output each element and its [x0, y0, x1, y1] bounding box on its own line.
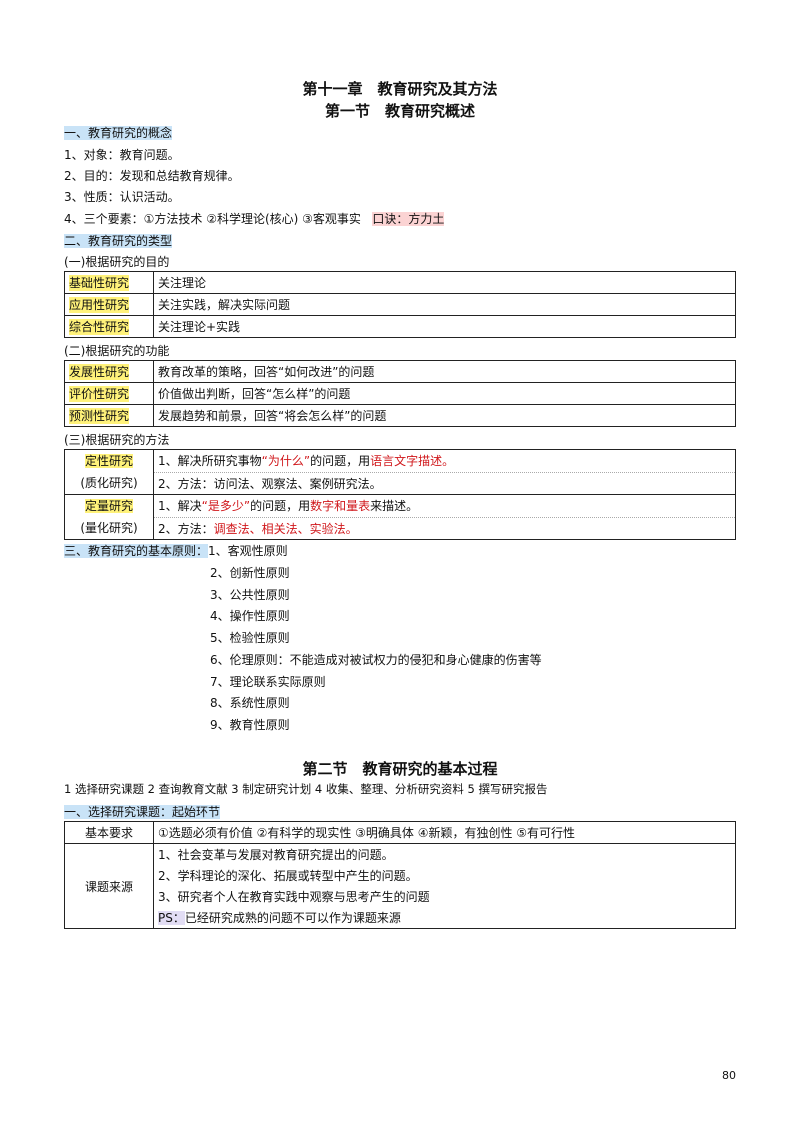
principle-item: 8、系统性原则 — [210, 696, 290, 710]
function-table: 发展性研究 教育改革的策略，回答“如何改进”的问题 评价性研究 价值做出判断，回… — [64, 360, 736, 427]
subheading-method: (三)根据研究的方法 — [64, 433, 170, 447]
concept-item: 1、对象：教育问题。 — [64, 148, 180, 162]
principle-item: 9、教育性原则 — [210, 718, 290, 732]
section-2-title: 第二节 教育研究的基本过程 — [302, 760, 498, 778]
table-row: 课题来源 1、社会变革与发展对教育研究提出的问题。 — [64, 843, 736, 929]
process-steps: 1 选择研究课题 2 查询教育文献 3 制定研究计划 4 收集、整理、分析研究资… — [64, 782, 548, 796]
concept-item: 2、目的：发现和总结教育规律。 — [64, 169, 240, 183]
subheading-function: (二)根据研究的功能 — [64, 344, 170, 358]
mnemonic: 口诀：方力土 — [372, 212, 445, 226]
table-row: 评价性研究 价值做出判断，回答“怎么样”的问题 — [64, 382, 736, 405]
qualitative-name: 定性研究 — [84, 454, 133, 468]
principle-item: 1、客观性原则 — [208, 544, 288, 558]
table-row: 发展性研究 教育改革的策略，回答“如何改进”的问题 — [64, 360, 736, 383]
table-row: 预测性研究 发展趋势和前景，回答“将会怎么样”的问题 — [64, 404, 736, 427]
table-row: 定性研究 (质化研究) 1、解决所研究事物“为什么”的问题，用语言文字描述。 — [64, 449, 736, 495]
principle-item: 6、伦理原则：不能造成对被试权力的侵犯和身心健康的伤害等 — [210, 653, 542, 667]
principle-item: 3、公共性原则 — [210, 588, 290, 602]
table-row: 定量研究 (量化研究) 1、解决“是多少”的问题，用数字和量表来描述。 — [64, 494, 736, 540]
section-1-title: 第一节 教育研究概述 — [324, 102, 475, 120]
table-row: 基础性研究 关注理论 — [64, 271, 736, 294]
table-row: 基本要求 ①选题必须有价值 ②有科学的现实性 ③明确具体 ④新颖，有独创性 ⑤有… — [64, 821, 736, 844]
principle-item: 2、创新性原则 — [210, 566, 290, 580]
quantitative-alias: (量化研究) — [80, 521, 138, 535]
ps-label: PS： — [158, 911, 185, 925]
table-row: 应用性研究 关注实践，解决实际问题 — [64, 293, 736, 316]
concept-elements: 4、三个要素：①方法技术 ②科学理论(核心) ③客观事实 口诀：方力土 — [64, 212, 445, 226]
concept-item: 3、性质：认识活动。 — [64, 190, 180, 204]
heading-select-topic: 一、选择研究课题：起始环节 — [64, 805, 221, 819]
table-row: 3、研究者个人在教育实践中观察与思考产生的问题 — [65, 886, 736, 907]
table-row: 2、方法：访问法、观察法、案例研究法。 — [65, 471, 736, 495]
topic-table: 基本要求 ①选题必须有价值 ②有科学的现实性 ③明确具体 ④新颖，有独创性 ⑤有… — [64, 821, 736, 929]
subheading-purpose: (一)根据研究的目的 — [64, 255, 170, 269]
purpose-table: 基础性研究 关注理论 应用性研究 关注实践，解决实际问题 综合性研究 关注理论+… — [64, 271, 736, 338]
heading-types: 二、教育研究的类型 — [64, 234, 173, 248]
principle-item: 5、检验性原则 — [210, 631, 290, 645]
table-row: 综合性研究 关注理论+实践 — [64, 315, 736, 338]
page-number: 80 — [722, 1069, 736, 1082]
table-row: 2、方法：调查法、相关法、实验法。 — [65, 516, 736, 540]
table-row: 2、学科理论的深化、拓展或转型中产生的问题。 — [65, 865, 736, 886]
heading-principles: 三、教育研究的基本原则：1、客观性原则 — [64, 544, 288, 558]
qualitative-alias: (质化研究) — [80, 476, 138, 490]
heading-concept: 一、教育研究的概念 — [64, 126, 173, 140]
quantitative-name: 定量研究 — [84, 499, 133, 513]
principle-item: 7、理论联系实际原则 — [210, 675, 326, 689]
method-table: 定性研究 (质化研究) 1、解决所研究事物“为什么”的问题，用语言文字描述。 2… — [64, 449, 736, 540]
principle-item: 4、操作性原则 — [210, 609, 290, 623]
table-row: PS：已经研究成熟的问题不可以作为课题来源 — [65, 907, 736, 929]
chapter-title: 第十一章 教育研究及其方法 — [302, 80, 498, 98]
